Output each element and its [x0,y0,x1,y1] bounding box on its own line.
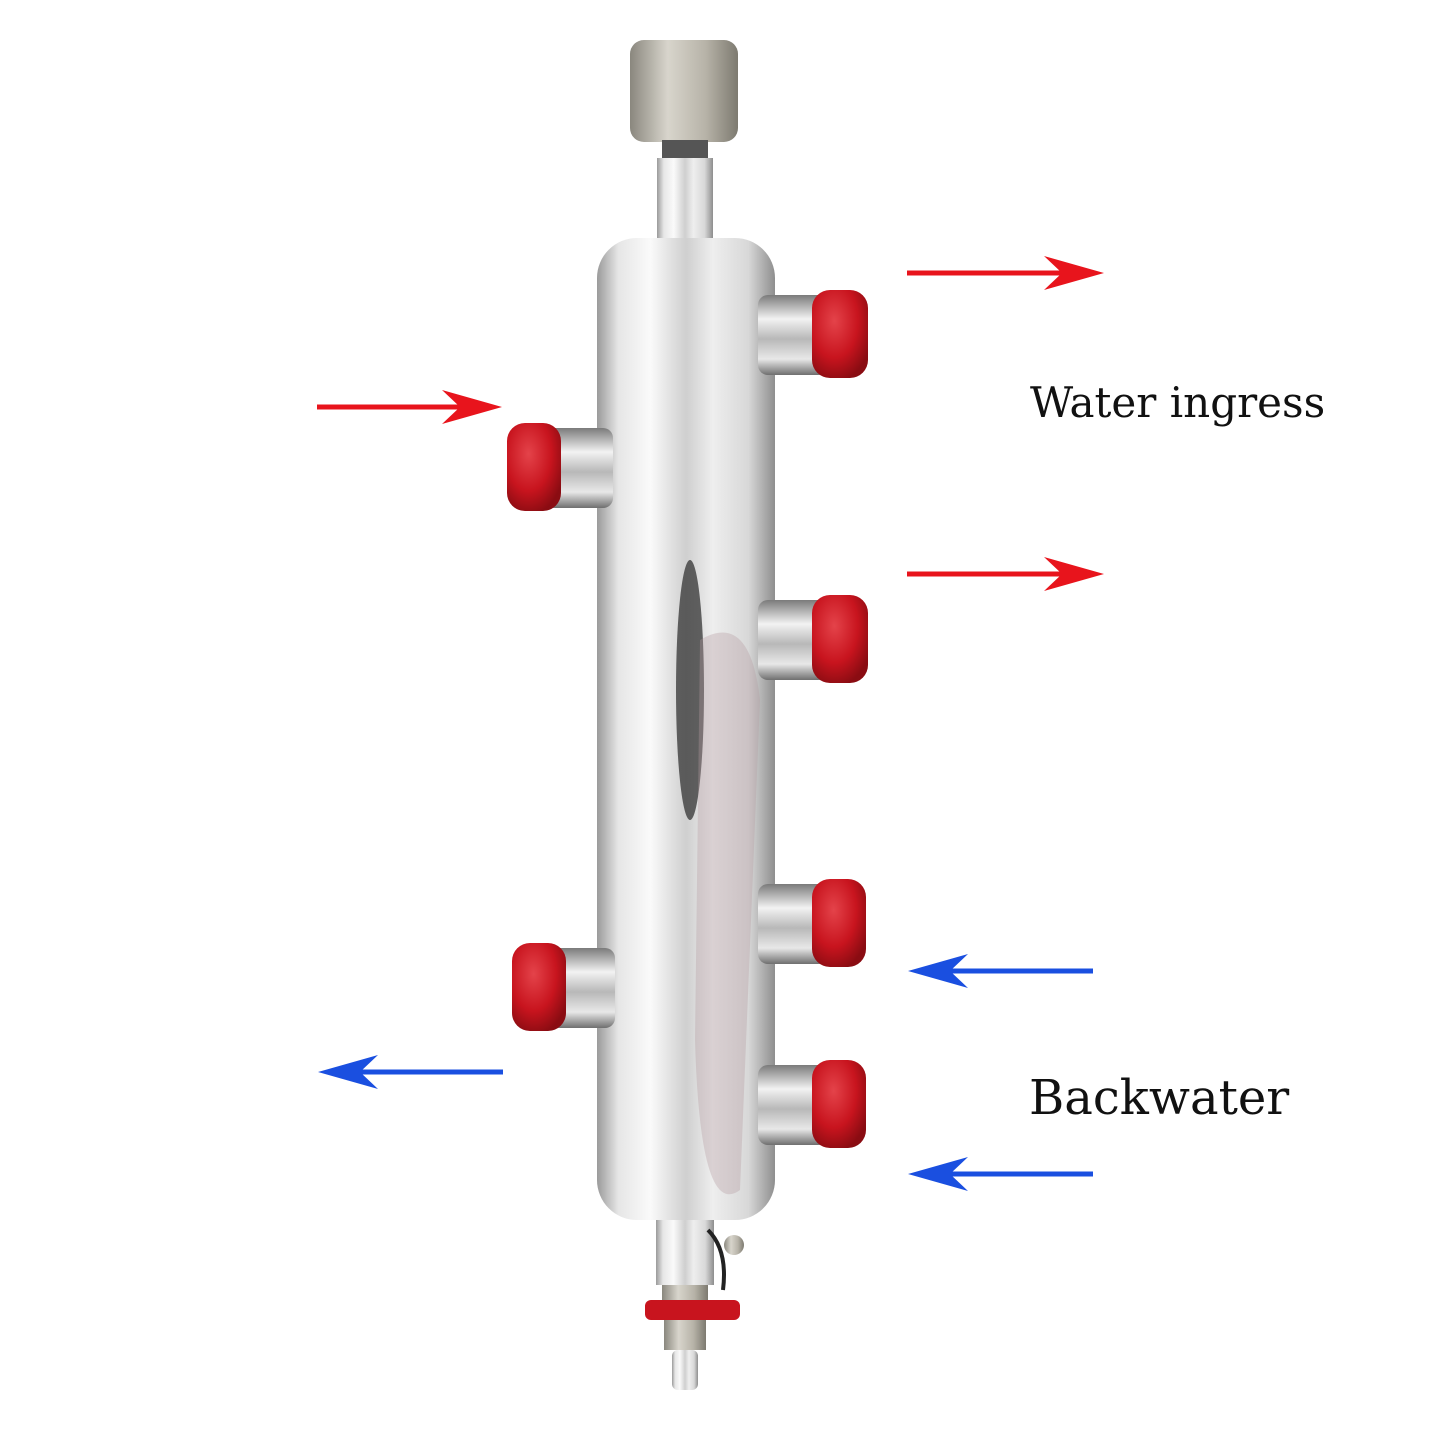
port-right-3 [758,879,866,967]
arrow-left-icon [908,1157,1093,1191]
arrow-left-icon [318,1055,503,1089]
port-left-2 [512,943,615,1031]
drain-valve [645,1205,744,1390]
top-fitting [630,40,738,248]
port-right-1 [758,290,868,378]
arrow-right-icon [907,557,1104,591]
water-ingress-label: Water ingress [1030,378,1326,427]
backwater-label: Backwater [1029,1070,1290,1126]
arrow-right-icon [907,256,1104,290]
arrow-right-icon [317,390,502,424]
port-left-1 [507,423,613,511]
port-right-2 [758,595,868,683]
port-right-4 [758,1060,866,1148]
arrow-left-icon [908,954,1093,988]
